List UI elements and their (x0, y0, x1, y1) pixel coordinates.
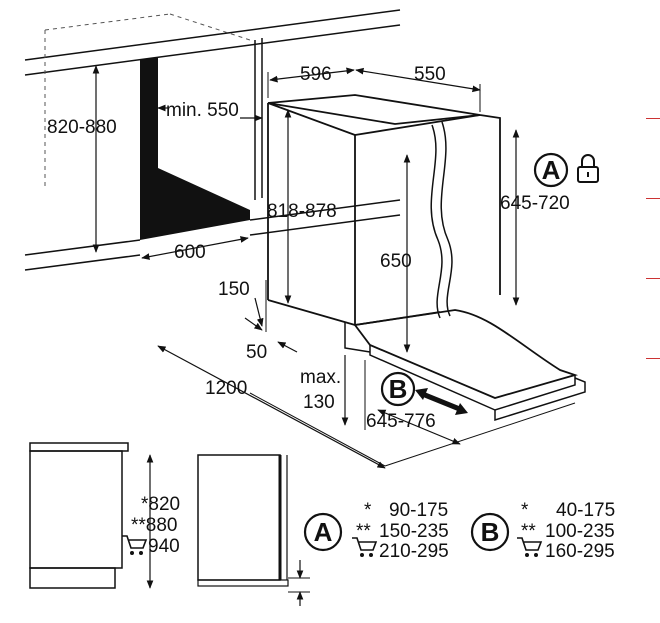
inner-height-label: 650 (380, 251, 412, 272)
side-height-1: *820 (141, 494, 180, 515)
table-a: A * 90-175 ** 150-235 210-295 (303, 500, 449, 562)
plinth-height-label: 150 (218, 279, 250, 300)
plinth-depth-label: 50 (246, 342, 267, 363)
side-height-2: **880 (131, 515, 178, 536)
table-b-value-3: 160-295 (545, 541, 615, 562)
table-b-value-1: 40-175 (556, 500, 615, 521)
double-arrow-icon (415, 388, 468, 415)
marker-b-top: B (380, 371, 416, 407)
door-travel-label: 1200 (205, 378, 247, 399)
table-b-mark-1: * (521, 500, 529, 521)
cart-icon (517, 537, 543, 557)
table-b: B * 40-175 ** 100-235 160-295 (470, 500, 615, 562)
table-a-value-3: 210-295 (379, 541, 449, 562)
niche-height-label: 820-880 (47, 117, 117, 138)
depth-label: 550 (414, 64, 446, 85)
table-a-mark-1: * (364, 500, 372, 521)
table-b-value-2: 100-235 (545, 521, 615, 542)
table-b-letter: B (481, 517, 500, 547)
lock-icon (577, 154, 599, 183)
strip-divider (646, 358, 660, 359)
table-a-mark-2: ** (356, 521, 371, 542)
table-a-letter: A (314, 517, 333, 547)
strip-divider (646, 118, 660, 119)
door-height-label: 645-720 (500, 193, 570, 214)
cabinet-niche (24, 9, 401, 271)
b-range-label: 645-776 (366, 411, 436, 432)
appliance-height-label: 818-878 (267, 201, 337, 222)
max-label: max. (300, 367, 341, 388)
niche-width-label: 600 (174, 242, 206, 263)
table-b-mark-2: ** (521, 521, 536, 542)
side-strip (640, 0, 660, 623)
min-depth-label: min. 550 (166, 100, 239, 121)
strip-divider (646, 278, 660, 279)
table-a-value-2: 150-235 (379, 521, 449, 542)
marker-a-letter: A (542, 155, 561, 185)
max-value-label: 130 (303, 392, 335, 413)
strip-divider (646, 198, 660, 199)
side-view-right (197, 454, 310, 606)
cart-icon (122, 535, 148, 555)
side-height-3: 940 (148, 536, 180, 557)
side-view-left (29, 442, 154, 589)
marker-b-letter: B (389, 374, 408, 404)
table-a-value-1: 90-175 (389, 500, 448, 521)
installation-diagram: A B 820-880 min. 550 600 818-878 596 550… (24, 9, 615, 606)
niche-side-panel (140, 57, 250, 240)
cart-icon (352, 537, 378, 557)
marker-a-top: A (533, 152, 569, 188)
width-label: 596 (300, 64, 332, 85)
